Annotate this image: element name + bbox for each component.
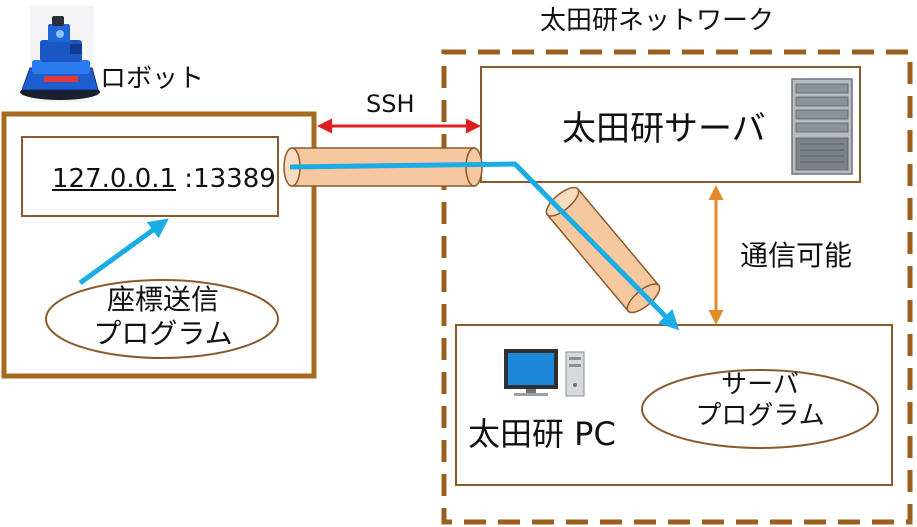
address-box bbox=[21, 136, 279, 217]
server-program-line1: サーバ bbox=[721, 370, 799, 400]
pc-label: 太田研 PC bbox=[468, 415, 616, 453]
desktop-pc-icon bbox=[504, 349, 585, 397]
data-flow-arrow bbox=[289, 161, 680, 331]
server-program-line2: プログラム bbox=[695, 401, 825, 432]
server-program-label: サーバ プログラム bbox=[642, 370, 878, 432]
network-label: 太田研ネットワーク bbox=[540, 6, 775, 36]
coord-program-line1: 座標送信 bbox=[106, 283, 219, 316]
coord-program-ellipse bbox=[45, 279, 279, 359]
network-boundary bbox=[441, 49, 913, 525]
communication-label: 通信可能 bbox=[740, 239, 853, 272]
server-label: 太田研サーバ bbox=[562, 109, 766, 149]
robot-address: 127.0.0.1 :13389 bbox=[52, 166, 276, 192]
address-port: :13389 bbox=[176, 164, 276, 194]
program-to-address-arrow bbox=[78, 218, 169, 286]
robot-label: ロボット bbox=[100, 64, 205, 94]
server-program-ellipse bbox=[641, 369, 879, 449]
ssh-label: SSH bbox=[366, 90, 415, 118]
address-ip: 127.0.0.1 bbox=[52, 164, 177, 194]
robot-icon bbox=[20, 6, 100, 102]
coord-program-line2: プログラム bbox=[93, 316, 233, 350]
coord-program-label: 座標送信 プログラム bbox=[46, 283, 280, 350]
server-tower-icon bbox=[791, 78, 853, 175]
